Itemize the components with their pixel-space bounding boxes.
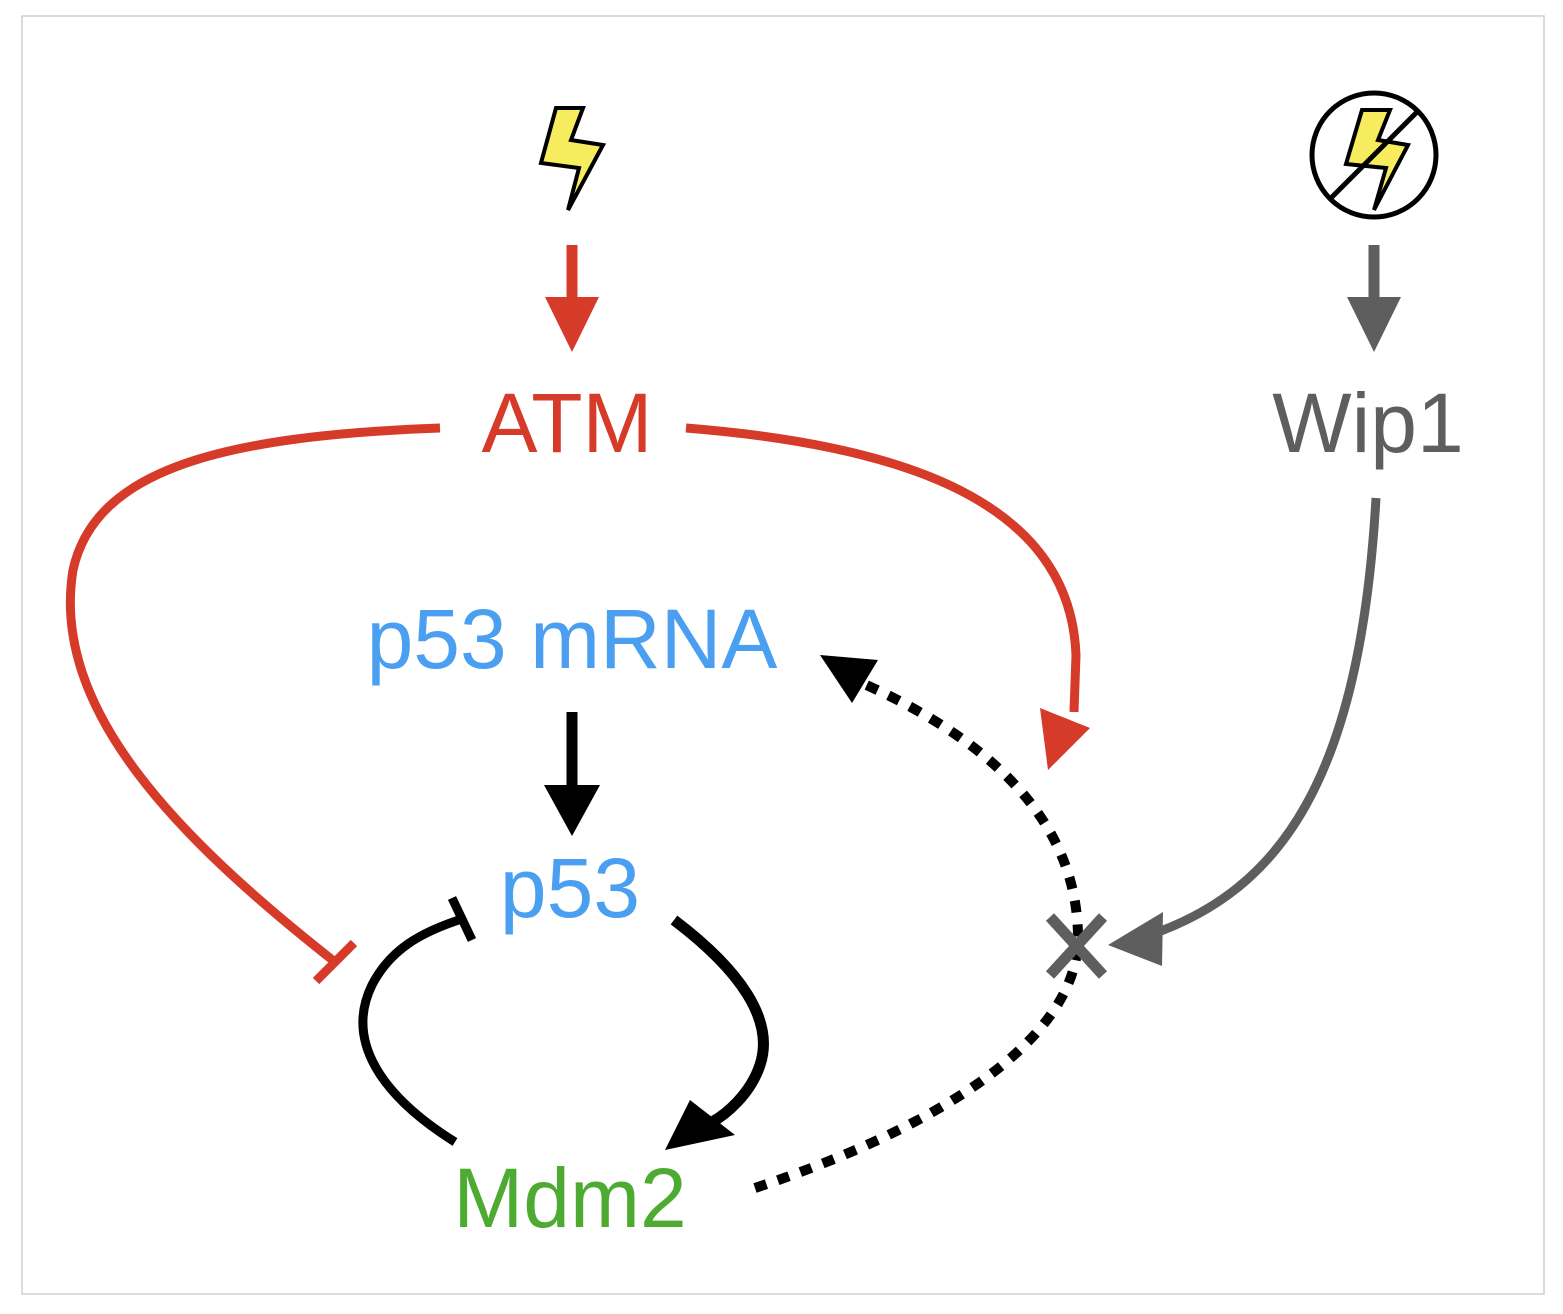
degradation-cross-icon [1045,913,1108,979]
no-lightning-bolt-icon [1309,90,1439,220]
no-damage-to-wip1-arrow [1347,245,1401,352]
mrna-to-p53-arrow [544,712,600,836]
damage-to-atm-arrow [545,245,599,352]
atm-inhibits-mdm2-edge [65,423,441,985]
p53-activates-mdm2-edge [665,915,769,1150]
lightning-bolt-icon [538,106,607,211]
wip1-label: Wip1 [1272,376,1463,470]
mdm2-inhibits-p53-edge [358,896,477,1146]
p53-mrna-label: p53 mRNA [367,592,778,686]
p53-label: p53 [500,841,640,935]
atm-activates-degradation-edge [685,423,1090,770]
wip1-to-degradation-edge [1108,497,1381,966]
mdm2-to-p53-mrna-dotted-edge [753,655,1084,1193]
atm-label: ATM [481,376,652,470]
mdm2-label: Mdm2 [453,1151,686,1245]
figure-frame [21,15,1545,1295]
